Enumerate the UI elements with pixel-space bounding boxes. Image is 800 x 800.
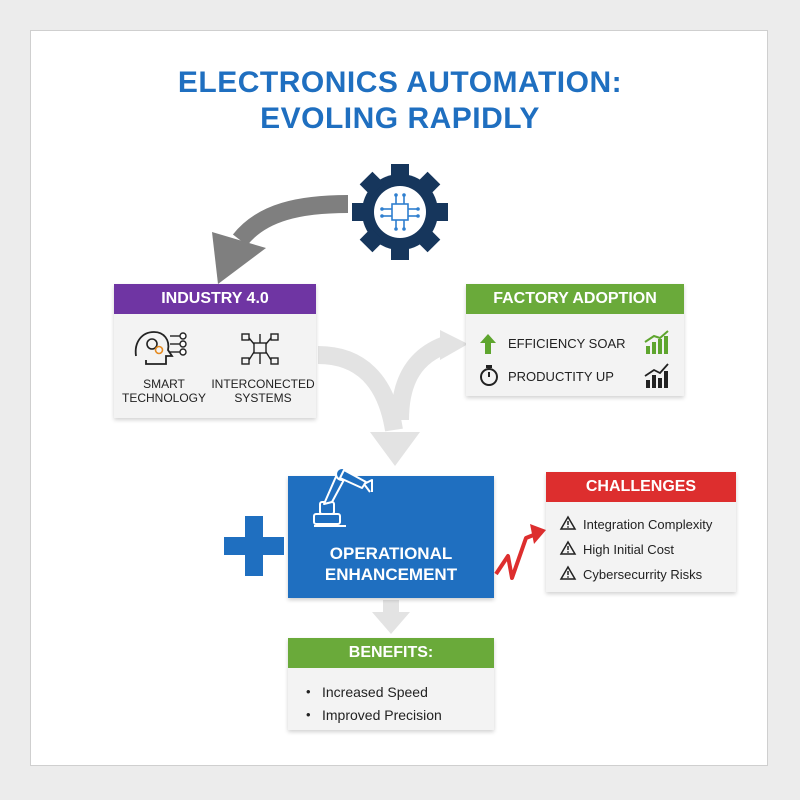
smart-technology-line2: TECHNOLOGY xyxy=(121,391,206,405)
bar-chart-icon xyxy=(644,363,669,388)
challenge-item-cost: High Initial Cost xyxy=(583,542,675,557)
interconnected-systems-line2: SYSTEMS xyxy=(234,391,292,405)
benefit-item-precision: Improved Precision xyxy=(322,707,442,723)
benefit-bullet: • xyxy=(306,707,311,722)
growth-chart-icon xyxy=(644,330,669,354)
arrow-up-icon xyxy=(480,334,496,354)
factory-header: FACTORY ADOPTION xyxy=(466,284,684,314)
network-nodes-icon xyxy=(241,333,279,365)
operational-line2: ENHANCEMENT xyxy=(324,565,458,584)
operational-line1: OPERATIONAL xyxy=(329,544,453,563)
robot-arm-icon xyxy=(313,467,373,527)
gear-chip-icon xyxy=(352,164,448,260)
industry-box: INDUSTRY 4.0 SMART TECHNOLOGY INTERCONEC… xyxy=(114,284,316,418)
interconnected-systems-line1: INTERCONECTED xyxy=(211,377,315,391)
title-line-1: ELECTRONICS AUTOMATION: xyxy=(177,66,623,99)
benefit-bullet: • xyxy=(306,684,311,699)
factory-box: FACTORY ADOPTION EFFICIENCY SOAR PRODUCT… xyxy=(466,284,684,396)
operational-box: OPERATIONAL ENHANCEMENT xyxy=(288,467,494,598)
challenges-box: CHALLENGES Integration Complexity High I… xyxy=(546,472,736,592)
benefits-box: BENEFITS: • Increased Speed • Improved P… xyxy=(288,638,494,730)
plus-icon xyxy=(224,516,284,576)
brain-gears-icon xyxy=(134,331,187,365)
challenge-item-cybersecurity: Cybersecurrity Risks xyxy=(583,567,703,582)
title-line-2: EVOLING RAPIDLY xyxy=(260,102,540,135)
efficiency-soar-label: EFFICIENCY SOAR xyxy=(508,336,626,351)
stopwatch-icon xyxy=(480,365,498,386)
warning-icon xyxy=(559,565,577,580)
warning-icon xyxy=(559,540,577,555)
challenges-header: CHALLENGES xyxy=(546,472,736,502)
benefit-item-speed: Increased Speed xyxy=(322,684,428,700)
challenge-item-integration: Integration Complexity xyxy=(583,517,713,532)
productivity-up-label: PRODUCTITY UP xyxy=(508,369,614,384)
industry-header: INDUSTRY 4.0 xyxy=(114,284,316,314)
benefits-header: BENEFITS: xyxy=(288,638,494,668)
warning-icon xyxy=(559,515,577,530)
smart-technology-line1: SMART xyxy=(143,377,185,391)
